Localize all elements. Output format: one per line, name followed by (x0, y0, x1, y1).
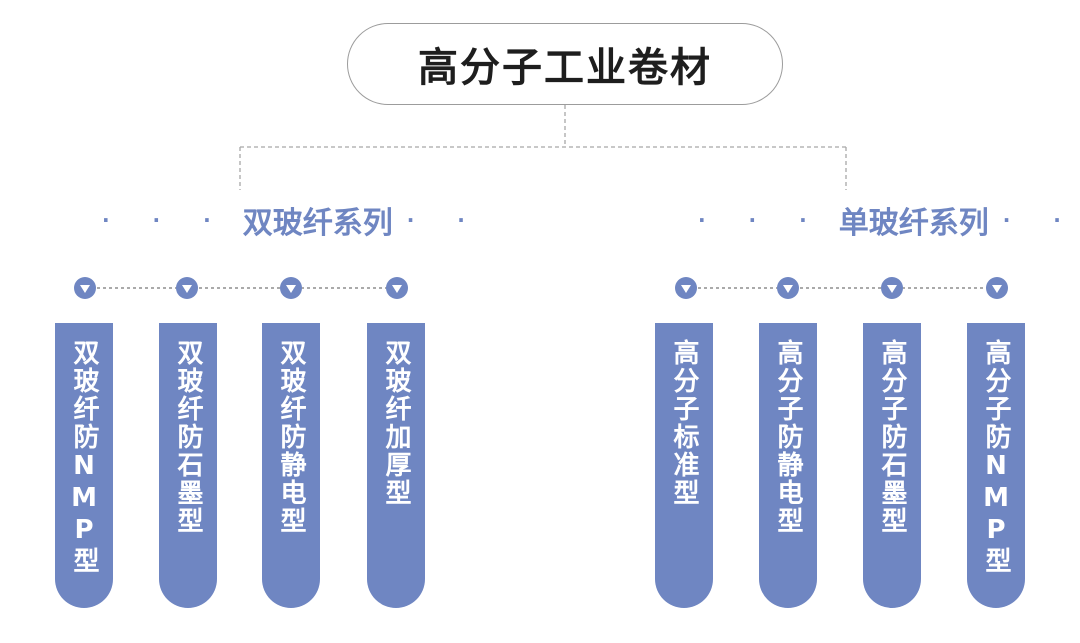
leaf-node: 双玻纤防静电型 (262, 323, 320, 608)
triangle-down-icon (783, 285, 793, 293)
branch-double-glass-fiber: · · · 双玻纤系列 · · (102, 198, 483, 242)
marker-icon (176, 277, 198, 299)
triangle-down-icon (286, 285, 296, 293)
leaf-node: 高分子防石墨型 (863, 323, 921, 608)
marker-icon (386, 277, 408, 299)
marker-icon (881, 277, 903, 299)
leaf-node: 双玻纤防石墨型 (159, 323, 217, 608)
leaf-label: 双玻纤防静电型 (276, 339, 306, 535)
leaf-label: 高分子标准型 (669, 339, 699, 507)
marker-icon (675, 277, 697, 299)
triangle-down-icon (681, 285, 691, 293)
triangle-down-icon (992, 285, 1002, 293)
leaf-label: 高分子防NMP型 (981, 339, 1011, 575)
triangle-down-icon (392, 285, 402, 293)
marker-icon (280, 277, 302, 299)
triangle-down-icon (182, 285, 192, 293)
branch-single-glass-fiber: · · · 单玻纤系列 · · (698, 198, 1079, 242)
leaf-node: 高分子防NMP型 (967, 323, 1025, 608)
leaf-node: 双玻纤防NMP型 (55, 323, 113, 608)
marker-icon (986, 277, 1008, 299)
leaf-node: 高分子标准型 (655, 323, 713, 608)
root-title: 高分子工业卷材 (418, 45, 712, 91)
decor-dots-left: · · · (698, 208, 825, 232)
branch-title: 双玻纤系列 (242, 206, 393, 241)
decor-dots-right: · · (406, 208, 483, 232)
marker-icon (74, 277, 96, 299)
marker-icon (777, 277, 799, 299)
leaf-label: 双玻纤防NMP型 (69, 339, 99, 575)
leaf-label: 高分子防石墨型 (877, 339, 907, 535)
leaf-label: 双玻纤加厚型 (381, 339, 411, 507)
decor-dots-left: · · · (102, 208, 229, 232)
leaf-node: 双玻纤加厚型 (367, 323, 425, 608)
leaf-label: 高分子防静电型 (773, 339, 803, 535)
leaf-node: 高分子防静电型 (759, 323, 817, 608)
triangle-down-icon (887, 285, 897, 293)
root-node: 高分子工业卷材 (347, 23, 783, 105)
triangle-down-icon (80, 285, 90, 293)
decor-dots-right: · · (1002, 208, 1079, 232)
branch-title: 单玻纤系列 (838, 206, 989, 241)
leaf-label: 双玻纤防石墨型 (173, 339, 203, 535)
